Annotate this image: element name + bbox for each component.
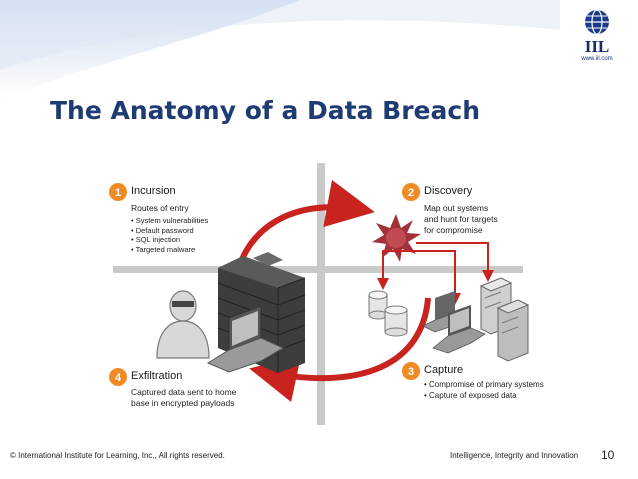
iil-logo: IIL <box>585 9 610 56</box>
diagram-graphics: 1 2 3 4 <box>109 163 530 425</box>
arrow-to-servers <box>416 242 494 282</box>
logo-url: www.iil.com <box>581 56 613 62</box>
bullet-item: Default password <box>131 226 208 236</box>
step-badge-4: 4 <box>109 368 127 386</box>
footer-tagline: Intelligence, Integrity and Innovation <box>450 451 579 460</box>
laptops-icon <box>422 291 486 354</box>
capture-bullets: • Compromise of primary systems • Captur… <box>424 380 549 401</box>
step-title-incursion: Incursion <box>131 185 176 197</box>
slide-title: The Anatomy of a Data Breach <box>50 96 481 125</box>
bullet-item: SQL injection <box>131 235 208 245</box>
bullet-item: • Compromise of primary systems <box>424 380 544 389</box>
step-subtitle-incursion: Routes of entry <box>131 203 189 213</box>
vertical-axis <box>317 163 325 425</box>
data-breach-diagram: 1 2 3 4 Incursion Routes of entry System… <box>83 158 558 430</box>
hacker-icon <box>156 290 210 359</box>
arrow-capture-to-exfiltration <box>249 297 431 403</box>
logo-text: IIL <box>585 37 610 56</box>
step-badge-3: 3 <box>402 362 420 380</box>
step-title-exfiltration: Exfiltration <box>131 370 183 382</box>
laptop-icon <box>206 305 285 373</box>
discovery-line: Map out systems <box>424 203 489 213</box>
starburst-icon <box>372 214 421 262</box>
step-title-capture: Capture <box>424 364 464 376</box>
exfiltration-line: Captured data sent to home <box>131 387 237 397</box>
step-title-discovery: Discovery <box>424 185 473 197</box>
bullet-item: Targeted malware <box>131 245 208 255</box>
step-badge-2: 2 <box>402 183 420 201</box>
servers-icon <box>479 277 530 362</box>
footer-copyright: © International Institute for Learning, … <box>10 451 225 460</box>
arrow-to-database <box>377 250 413 290</box>
horizontal-axis <box>113 266 523 273</box>
bullet-item: • Capture of exposed data <box>424 390 517 400</box>
exfiltration-line: base in encrypted payloads <box>131 398 235 408</box>
discovery-line: for compromise <box>424 225 483 235</box>
step-badge-1: 1 <box>109 183 127 201</box>
step-number-3: 3 <box>408 366 414 378</box>
database-icon <box>368 290 408 337</box>
incursion-bullets: System vulnerabilities Default password … <box>131 216 209 255</box>
discovery-line: and hunt for targets <box>424 214 498 224</box>
step-number-2: 2 <box>408 187 414 199</box>
bullet-item: System vulnerabilities <box>131 216 209 226</box>
page-number: 10 <box>601 448 615 462</box>
step-number-4: 4 <box>115 372 122 384</box>
step-number-1: 1 <box>115 187 121 199</box>
arrow-to-laptop <box>413 250 461 305</box>
